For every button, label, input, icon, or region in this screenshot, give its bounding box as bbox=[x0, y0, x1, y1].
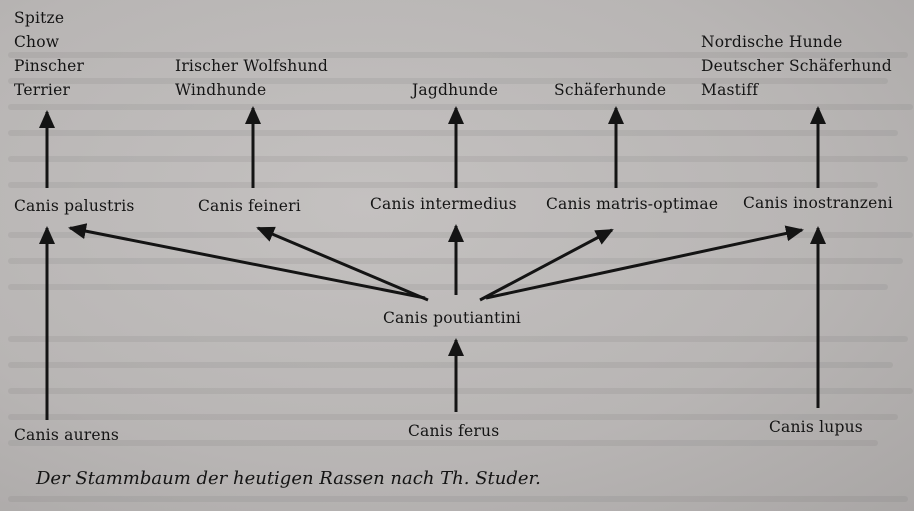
windhunde-group-label: Irischer Wolfshund Windhunde bbox=[175, 54, 328, 102]
arrow-poutiantini-to-palustris bbox=[68, 223, 426, 300]
jagdhunde-group-label: Jagdhunde bbox=[412, 78, 498, 102]
canis-aurens-label: Canis aurens bbox=[14, 426, 120, 444]
canis-palustris-label: Canis palustris bbox=[14, 197, 135, 215]
canis-inostranzeni-label: Canis inostranzeni bbox=[743, 194, 893, 212]
schaeferhunde-group-label: Schäferhunde bbox=[554, 78, 666, 102]
group-line: Nordische Hunde bbox=[701, 33, 843, 51]
canis-poutiantini-label: Canis poutiantini bbox=[383, 309, 522, 327]
arrow-poutiantini-to-inostranzeni bbox=[485, 225, 804, 300]
group-line: Irischer Wolfshund bbox=[175, 57, 328, 75]
canis-feineri-label: Canis feineri bbox=[198, 197, 301, 215]
canis-ferus-label: Canis ferus bbox=[408, 422, 500, 440]
group-line: Schäferhunde bbox=[554, 81, 667, 99]
group-line: Chow bbox=[14, 33, 60, 51]
spitze-group-label: Spitze Chow Pinscher Terrier bbox=[14, 6, 84, 102]
group-line: Deutscher Schäferhund bbox=[701, 57, 892, 75]
group-line: Mastiff bbox=[701, 81, 759, 99]
canis-intermedius-label: Canis intermedius bbox=[370, 195, 517, 213]
canis-matris-optimae-label: Canis matris-optimae bbox=[546, 195, 719, 213]
mastiff-group-label: Nordische Hunde Deutscher Schäferhund Ma… bbox=[701, 30, 892, 102]
group-line: Windhunde bbox=[175, 81, 267, 99]
arrow-poutiantini-to-matris-optimae bbox=[479, 228, 614, 302]
group-line: Jagdhunde bbox=[412, 81, 499, 99]
group-line: Spitze bbox=[14, 9, 65, 27]
figure-caption: Der Stammbaum der heutigen Rassen nach T… bbox=[36, 468, 541, 489]
group-line: Pinscher bbox=[14, 57, 85, 75]
group-line: Terrier bbox=[14, 81, 71, 99]
canis-lupus-label: Canis lupus bbox=[769, 418, 863, 436]
arrow-poutiantini-to-feineri bbox=[256, 226, 429, 302]
